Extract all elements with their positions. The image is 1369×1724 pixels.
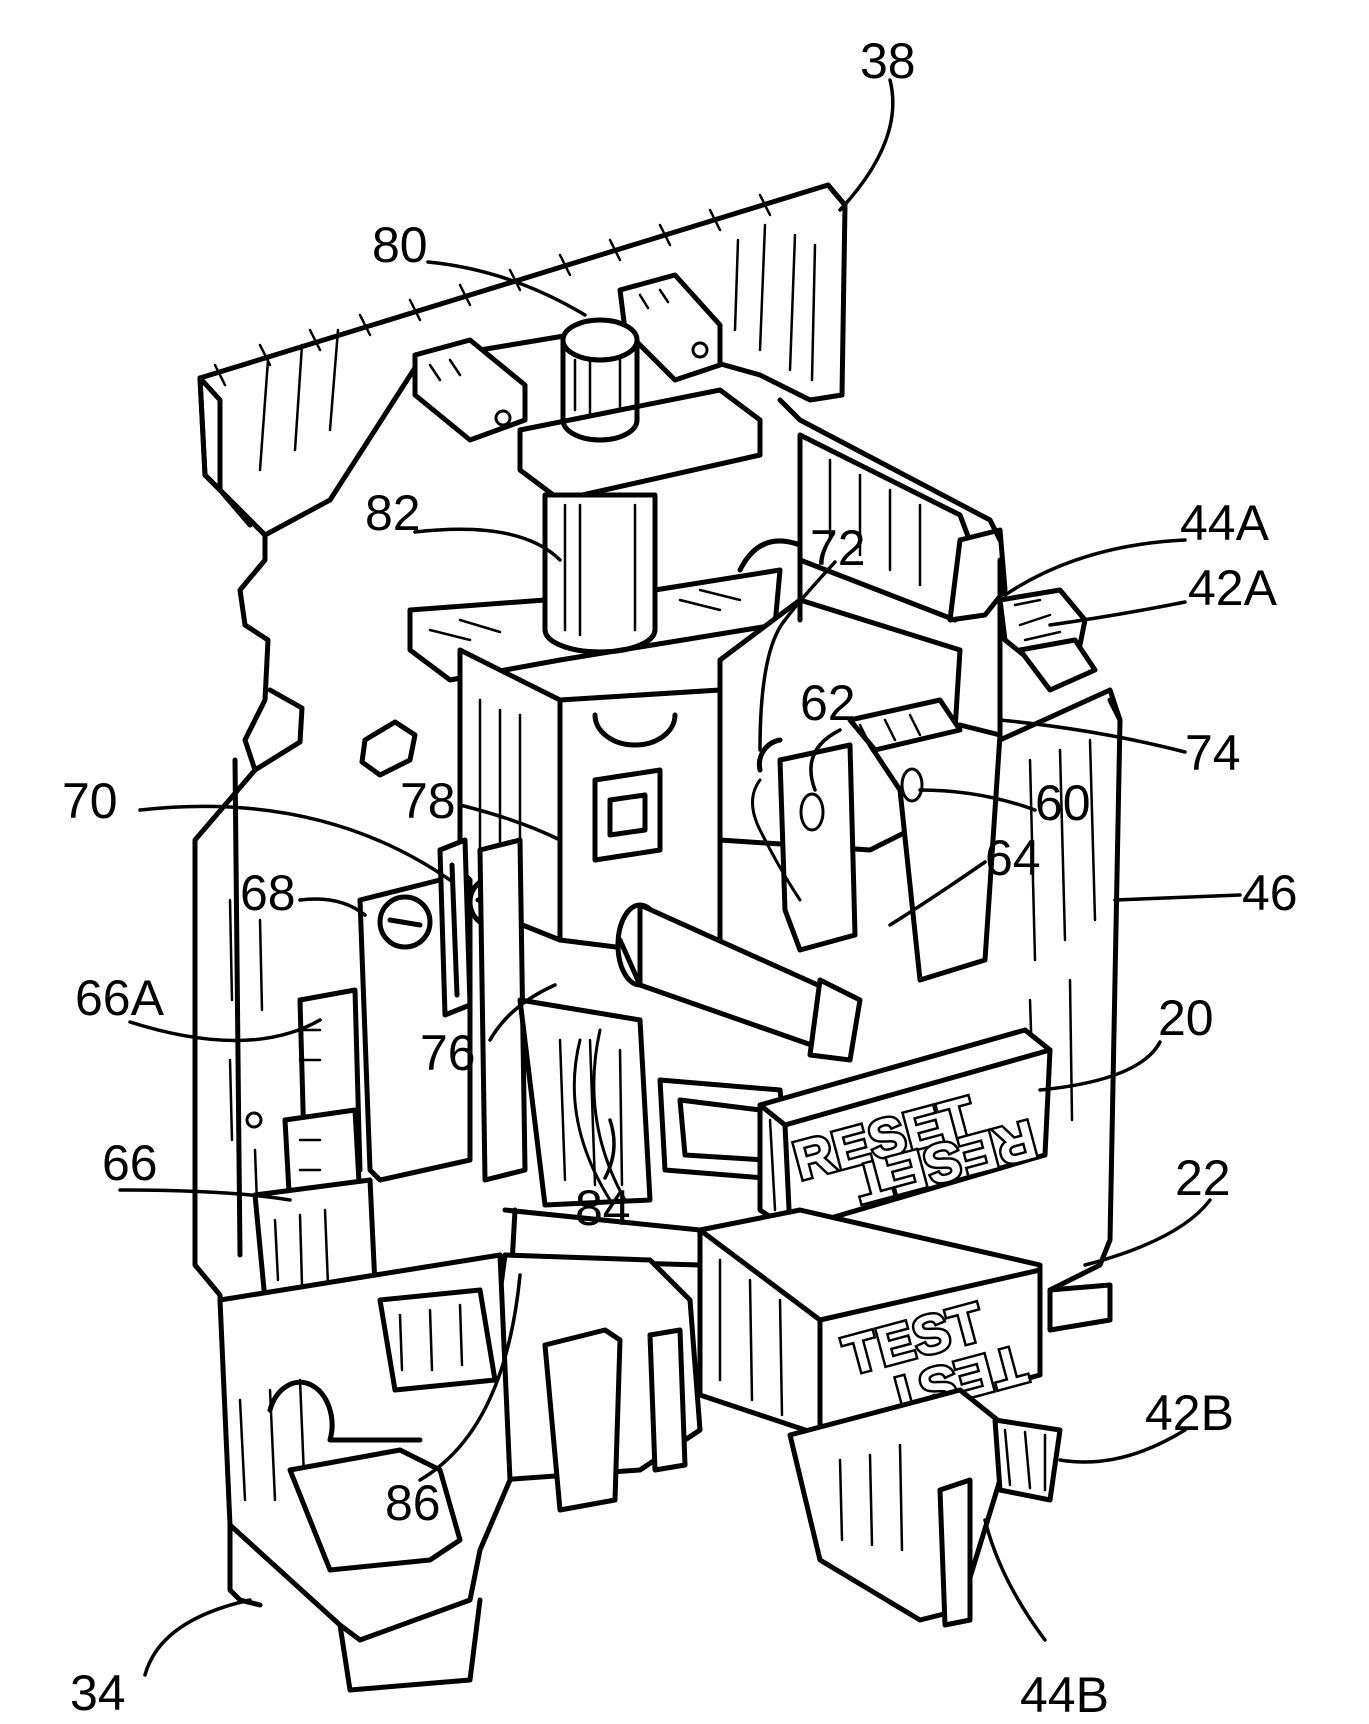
callout-74: 74 bbox=[1185, 725, 1241, 781]
callout-38: 38 bbox=[860, 33, 916, 89]
callout-78: 78 bbox=[400, 773, 456, 829]
callout-80: 80 bbox=[372, 217, 428, 273]
callout-86: 86 bbox=[385, 1475, 441, 1531]
test-button[interactable]: TEST TEST bbox=[700, 1210, 1110, 1435]
callout-60: 60 bbox=[1035, 775, 1091, 831]
callout-20: 20 bbox=[1158, 990, 1214, 1046]
callout-68: 68 bbox=[240, 865, 296, 921]
callout-64: 64 bbox=[985, 830, 1041, 886]
callout-66: 66 bbox=[102, 1135, 158, 1191]
callout-42a: 42A bbox=[1188, 560, 1278, 616]
reset-button[interactable]: RESET RESET bbox=[760, 1030, 1050, 1230]
callout-44b: 44B bbox=[1020, 1667, 1109, 1723]
callout-62: 62 bbox=[800, 675, 856, 731]
callout-42b: 42B bbox=[1145, 1385, 1234, 1441]
callout-82: 82 bbox=[365, 485, 421, 541]
callout-66a: 66A bbox=[75, 970, 165, 1026]
callout-70: 70 bbox=[62, 773, 118, 829]
callout-44a: 44A bbox=[1180, 495, 1270, 551]
callout-72: 72 bbox=[810, 520, 866, 576]
callout-76: 76 bbox=[420, 1025, 476, 1081]
callout-46: 46 bbox=[1242, 865, 1298, 921]
callout-22: 22 bbox=[1175, 1150, 1231, 1206]
callout-84: 84 bbox=[575, 1180, 631, 1236]
callout-34: 34 bbox=[70, 1665, 126, 1721]
